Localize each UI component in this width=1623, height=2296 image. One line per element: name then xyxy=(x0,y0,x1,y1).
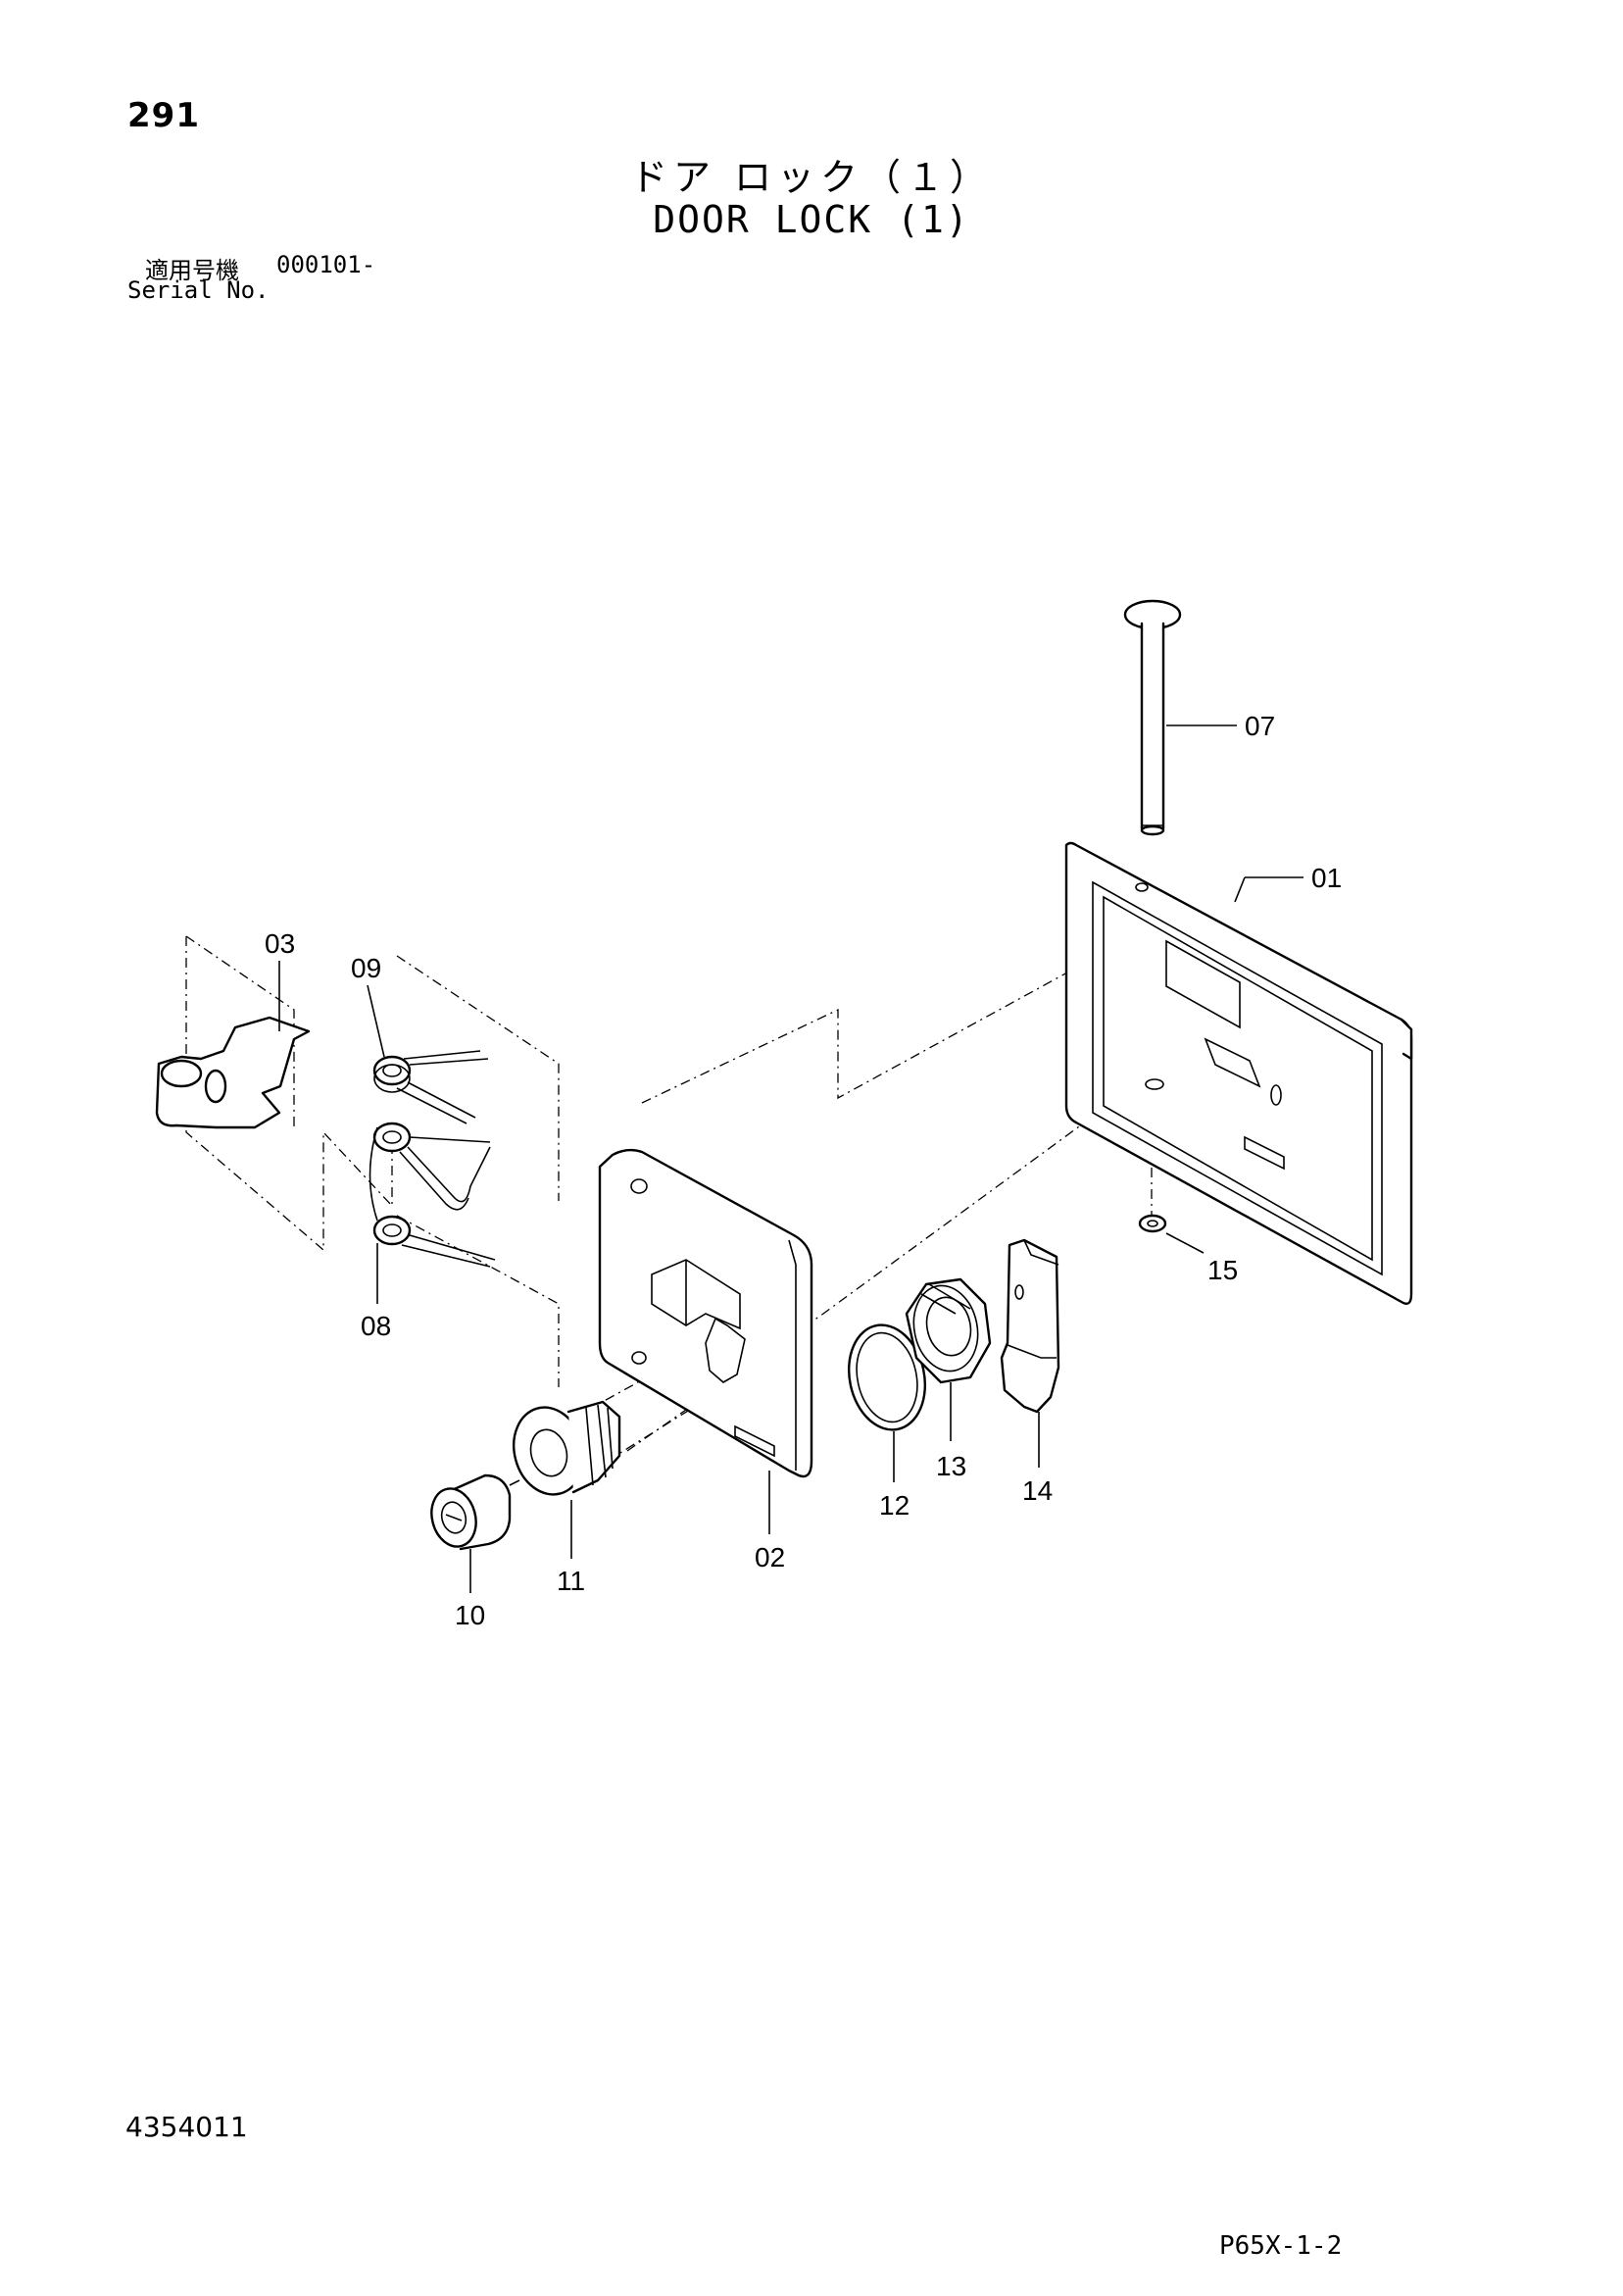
callout-10: 10 xyxy=(455,1600,485,1630)
part-13-nut xyxy=(905,1277,992,1384)
callout-07: 07 xyxy=(1245,711,1275,741)
serial-range: 000101- xyxy=(276,251,376,278)
part-09-spring xyxy=(372,1050,489,1124)
part-03-lever xyxy=(155,1016,311,1129)
document-number: 4354011 xyxy=(125,2111,248,2143)
part-10-cylinder xyxy=(430,1473,520,1551)
part-02-plate xyxy=(598,1148,813,1478)
title-japanese: ドア ロック（１） xyxy=(629,156,994,199)
callout-01: 01 xyxy=(1311,863,1342,893)
callout-14: 14 xyxy=(1022,1475,1053,1506)
callout-03: 03 xyxy=(265,928,295,959)
part-11-bushing xyxy=(513,1400,621,1496)
serial-label-english: Serial No. xyxy=(127,276,270,304)
callout-02: 02 xyxy=(755,1542,785,1572)
part-08-spring xyxy=(369,1122,496,1268)
serial-label-japanese: 適用号機 xyxy=(145,257,239,284)
part-01-housing xyxy=(1064,841,1413,1305)
callout-08: 08 xyxy=(361,1311,391,1341)
callout-15: 15 xyxy=(1207,1255,1238,1285)
part-15-clip xyxy=(1138,1214,1167,1233)
sheet-code: P65X-1-2 xyxy=(1219,2231,1343,2261)
leader-lines xyxy=(278,724,1303,1593)
title-english: DOOR LOCK (1) xyxy=(653,198,970,241)
callout-labels: 07 01 03 09 15 08 12 13 14 02 11 10 xyxy=(265,711,1342,1630)
page-number: 291 xyxy=(127,96,200,135)
callout-09: 09 xyxy=(351,953,381,983)
part-12-o-ring xyxy=(847,1323,927,1431)
callout-11: 11 xyxy=(557,1566,585,1596)
part-14-latch xyxy=(1000,1238,1060,1414)
callout-12: 12 xyxy=(879,1490,910,1521)
callout-13: 13 xyxy=(936,1451,966,1481)
part-07-pin xyxy=(1123,599,1182,836)
